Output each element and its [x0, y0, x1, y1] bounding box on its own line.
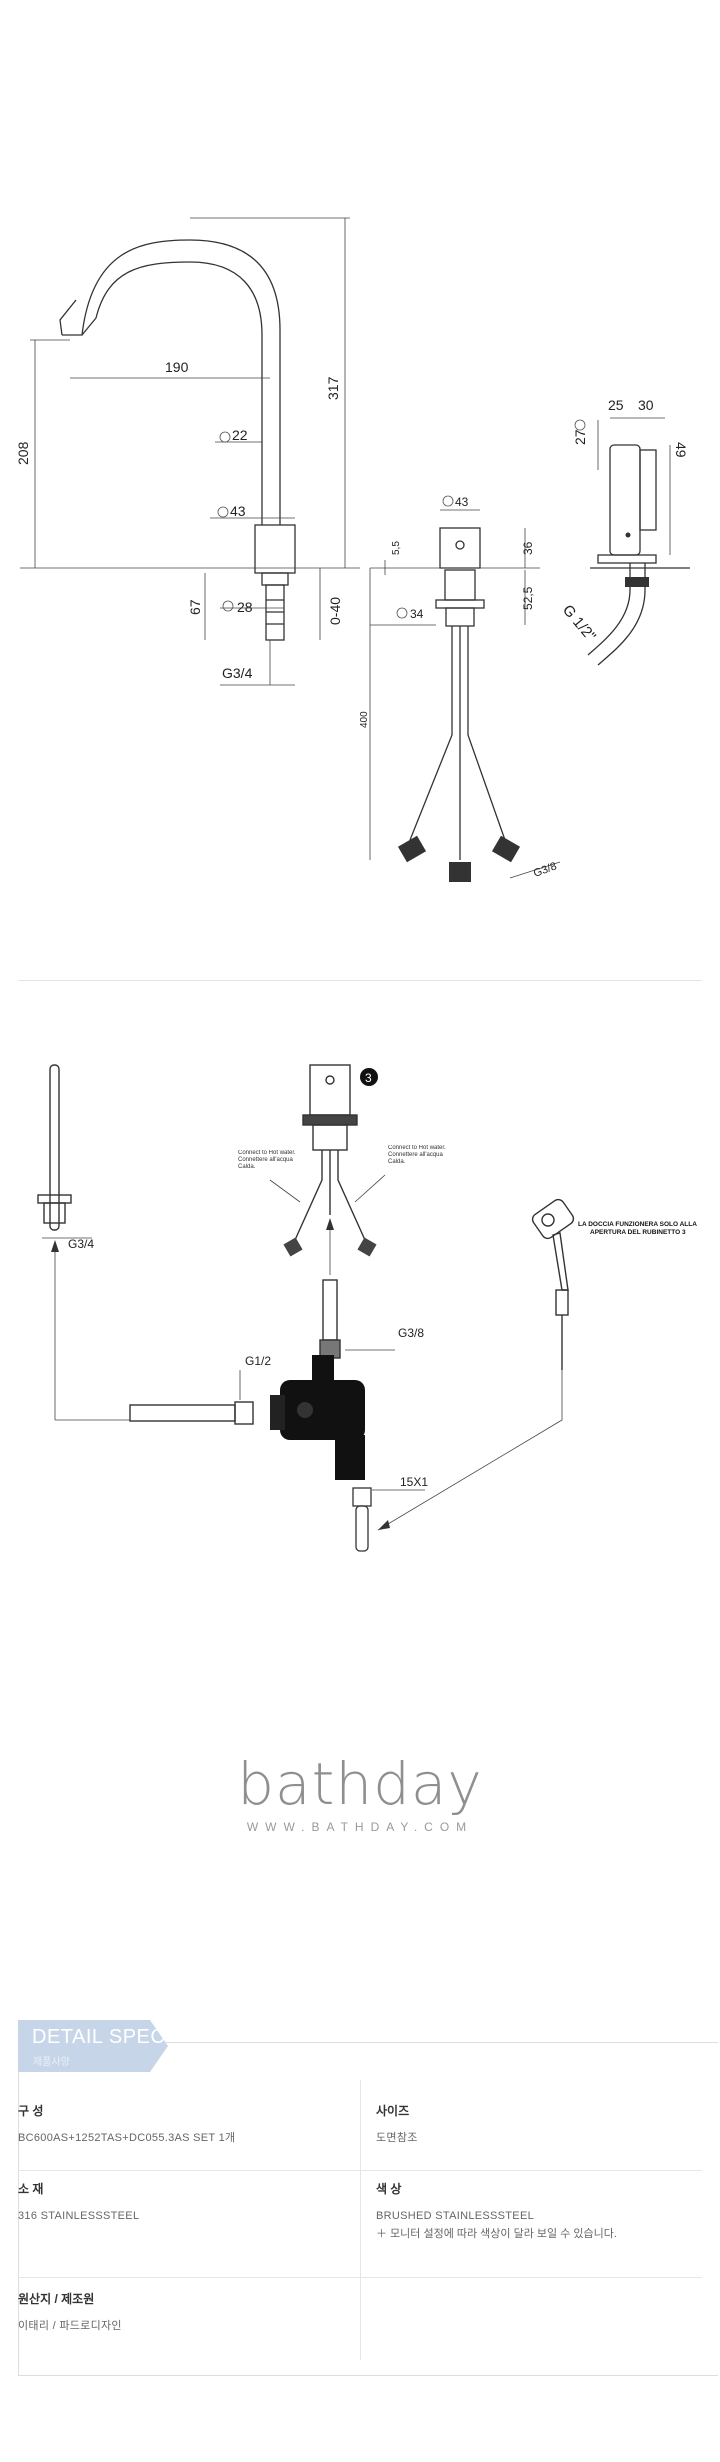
spec-value: BRUSHED STAINLESSSTEEL — [376, 2210, 534, 2222]
spec-label: 색 상 — [376, 2182, 402, 2196]
spout-base — [254, 524, 296, 574]
spout-pipe — [49, 1064, 60, 1231]
supply-hose — [129, 1404, 236, 1422]
mixer-dim-36: 36 — [521, 541, 535, 555]
section-divider — [18, 980, 702, 981]
number-badge-text: 3 — [365, 1071, 372, 1085]
spec-tab-subtitle: 제품사양 — [33, 2057, 70, 2068]
hand-shower — [531, 1198, 575, 1370]
spec-row: 원산지 / 제조원 이태리 / 파드로디자인 — [18, 2290, 702, 2370]
spec-value: BC600AS+1252TAS+DC055.3AS SET 1개 — [18, 2132, 236, 2144]
connect-hot-note: Connect to Hot water. Connettere all'acq… — [238, 1150, 296, 1170]
spec-value: 도면참조 — [376, 2132, 418, 2144]
connect-cold-note: Connect to Hot water. Connettere all'acq… — [388, 1145, 446, 1165]
label-15x1: 15X1 — [400, 1475, 428, 1489]
dim-208: 208 — [15, 441, 31, 465]
detail-spec: DETAIL SPEC 제품사양 구 성 BC600AS+1252TAS+DC0… — [0, 2020, 720, 2400]
spec-cell-size: 사이즈 도면참조 — [376, 2102, 696, 2147]
dim-28: 28 — [237, 599, 253, 615]
spec-label: 원산지 / 제조원 — [18, 2292, 95, 2306]
dim-0-40: 0-40 — [327, 597, 343, 625]
spec-label: 구 성 — [18, 2104, 44, 2118]
label-g12: G1/2 — [245, 1354, 271, 1368]
spec-label: 소 재 — [18, 2182, 44, 2196]
diverter-valve — [270, 1355, 365, 1480]
dim-22: 22 — [232, 427, 248, 443]
spec-cell-color: 색 상 BRUSHED STAINLESSSTEEL ＋ 모니터 설정에 따라 … — [376, 2180, 696, 2243]
installation-diagram: G3/4 3 Connect to Hot water. Connettere … — [0, 1040, 720, 1600]
spec-value: 316 STAINLESSSTEEL — [18, 2210, 140, 2222]
spec-cell-origin: 원산지 / 제조원 이태리 / 파드로디자인 — [18, 2290, 348, 2335]
mixer-dim-52-5: 52,5 — [521, 586, 535, 610]
mixer-cartridge — [309, 1064, 351, 1116]
brand-logo: bathday — [237, 1750, 483, 1818]
spout-outline-inner — [81, 261, 263, 525]
hand-shower-body — [609, 444, 641, 556]
mixer-dim-43: 43 — [455, 495, 469, 509]
shower-dim-25: 25 — [608, 397, 624, 413]
shower-dim-49: 49 — [673, 442, 689, 458]
thread-g34: G3/4 — [222, 665, 253, 681]
technical-drawing-dimensions: 190 317 208 22 43 67 28 0-40 G3/4 — [0, 0, 720, 980]
spec-label: 사이즈 — [376, 2104, 410, 2118]
spec-tab — [18, 2020, 168, 2072]
spec-box — [18, 2042, 718, 2376]
dim-317: 317 — [325, 376, 341, 400]
mixer-body — [439, 527, 481, 569]
spout-thread-label: G3/4 — [68, 1237, 94, 1251]
spec-cell-composition: 구 성 BC600AS+1252TAS+DC055.3AS SET 1개 — [18, 2102, 348, 2147]
dim-190: 190 — [165, 359, 189, 375]
shower-dim-30: 30 — [638, 397, 654, 413]
shower-note-1: LA DOCCIA FUNZIONERA SOLO ALLA — [578, 1221, 697, 1228]
spec-row: 소 재 316 STAINLESSSTEEL 색 상 BRUSHED STAIN… — [18, 2180, 702, 2280]
number-badge — [360, 1068, 378, 1086]
spec-cell-material: 소 재 316 STAINLESSSTEEL — [18, 2180, 348, 2225]
installation-schematic: G3/4 3 Connect to Hot water. Connettere … — [37, 1064, 697, 1552]
brand-url: WWW.BATHDAY.COM — [246, 1820, 474, 1834]
shower-thread-g12: G 1/2" — [559, 602, 599, 645]
spec-tab-title: DETAIL SPEC — [32, 2026, 166, 2048]
dimension-drawing: 190 317 208 22 43 67 28 0-40 G3/4 — [15, 217, 690, 882]
spec-value: 이태리 / 파드로디자인 — [18, 2320, 122, 2332]
dim-67: 67 — [187, 599, 203, 615]
mixer-dim-400: 400 — [359, 711, 370, 728]
cold-water-pipe — [322, 1279, 338, 1341]
spec-row: 구 성 BC600AS+1252TAS+DC055.3AS SET 1개 사이즈… — [18, 2102, 702, 2192]
column-divider — [360, 2080, 361, 2360]
dim-43: 43 — [230, 503, 246, 519]
spout-outline-outer — [62, 239, 281, 525]
mixer-dim-5-5: 5,5 — [391, 541, 402, 555]
label-g38: G3/8 — [398, 1326, 424, 1340]
shower-dim-27: 27 — [572, 429, 588, 445]
mixer-dim-g38: G3/8 — [532, 860, 559, 879]
shower-note-2: APERTURA DEL RUBINETTO 3 — [590, 1229, 686, 1236]
spec-color-note: ＋ 모니터 설정에 따라 색상이 달라 보일 수 있습니다. — [376, 2228, 617, 2240]
brand-block: bathday WWW.BATHDAY.COM — [0, 1740, 720, 1880]
mixer-dim-34: 34 — [410, 607, 424, 621]
